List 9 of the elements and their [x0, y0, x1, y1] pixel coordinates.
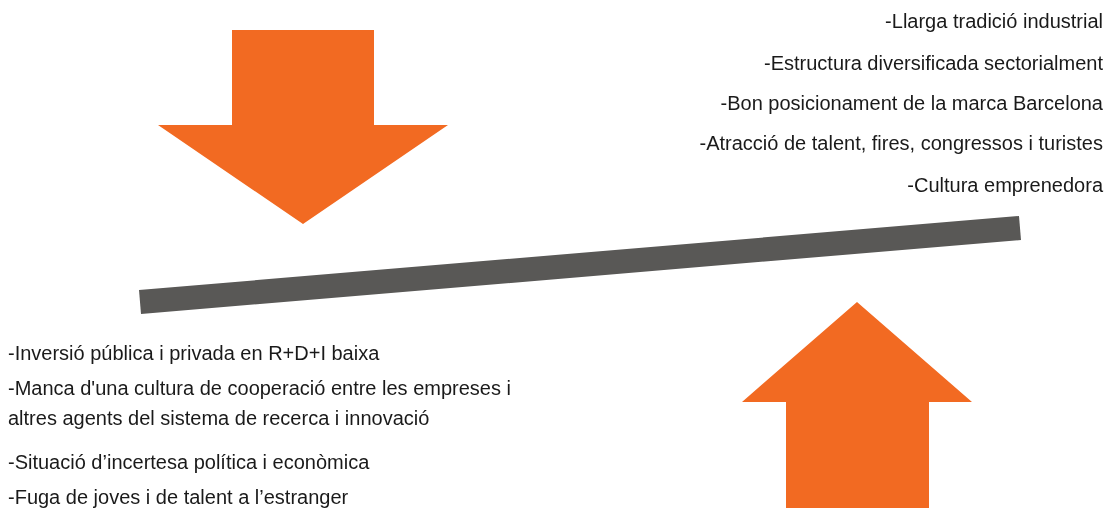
list-item: -Estructura diversificada sectorialment — [764, 51, 1103, 76]
list-item: -Manca d'una cultura de cooperació entre les empreses i altres agents del sistema de recerca i innovació — [8, 376, 512, 431]
list-item: -Situació d’incertesa política i econòmica — [8, 450, 370, 475]
list-item: -Cultura emprenedora — [907, 173, 1103, 198]
list-item: -Atracció de talent, fires, congressos i turistes — [699, 131, 1103, 156]
list-item: -Bon posicionament de la marca Barcelona — [720, 91, 1103, 116]
list-item: -Inversió pública i privada en R+D+I baixa — [8, 341, 380, 366]
list-item: -Fuga de joves i de talent a l’estranger — [8, 485, 349, 510]
list-item: -Llarga tradició industrial — [885, 9, 1103, 34]
